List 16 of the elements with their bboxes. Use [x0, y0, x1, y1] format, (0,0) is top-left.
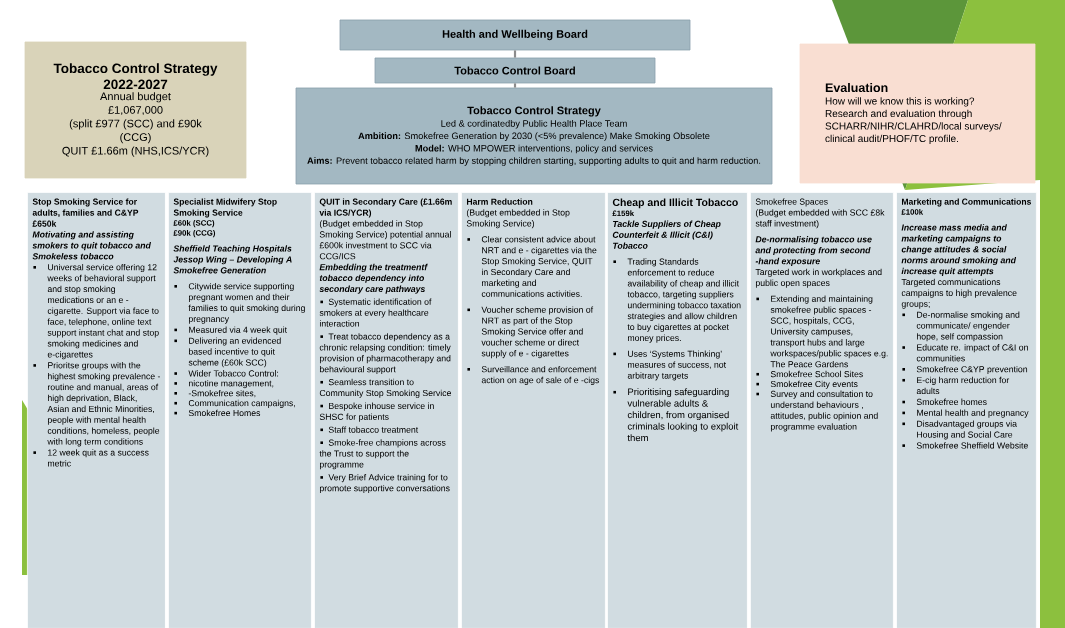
workstream-column: Stop Smoking Service for adults, families and C&YP £650k Motivating and assisting smokers to quit tobacco and Smokeless tobacco Universal service offering 12 weeks of behavioral support and stop smoking medications or an e - cigarette. Support via face to face, telephone, online text support instant chat and stop smoking medicines and e-cigarettes Prioritse groups with the highest smoking prevalence - routine and manual, areas of high deprivation, Black, Asian and Ethnic Minorities, people with mental health conditions, homeless, people with long term conditions 12 week quit as a success metric — [27, 192, 166, 628]
workstream-column: Harm Reduction (Budget embedded in Stop Smoking Service) Clear consistent advice about NRT and e - cigarettes via the Stop Smoking Service, QUIT in Secondary Care and marketing and communications activities. Voucher scheme provision of NRT as part of the Stop Smoking Service offer and voucher scheme or direct supply of e - cigarettes Surveillance and enforcement action on age of sale of e -cigs — [461, 192, 606, 628]
board-box: Tobacco Control Board — [374, 57, 656, 84]
workstream-column: Smokefree Spaces (Budget embedded with SCC £8k staff investment) De-normalising tobacco use and protecting from second -hand exposure Targeted work in workplaces and public open spaces Extending and maintaining smokefree public spaces - SCC, hospitals, CCG, University campuses, transport hubs and large workspaces/public spaces e.g. The Peace Gardens Smokefree School Sites Smokefree City events Survey and consultation to understand behaviours , attitudes, public opinion and programme evaluation — [750, 192, 894, 628]
node-label: Cheap and Illicit Tobacco — [612, 198, 738, 209]
workstream-column: QUIT in Secondary Care (£1.66m via ICS/YCR) (Budget embedded in Stop Smoking Service) potential annual £600k investment to SCC via CCG/ICS Embedding the treatmentf tobacco dependency into secondary care pathways Systematic identification of smokers at every healthcare interaction Treat tobacco dependency as a chronic relapsing condition: timely provision of pharmacotherapy and behavioural support Seamless transition to Community Stop Smoking Service Bespoke inhouse service in SHSC for patients Staff tobacco treatment Smoke-free champions across the Trust to support the programme Very Brief Advice training for to promote supportive conversations — [314, 192, 459, 628]
node-label: Uses ‘Systems Thinking’ measures of success, not arbitrary targets — [627, 350, 726, 381]
budget-box: Tobacco Control Strategy 2022-2027 Annual budget £1,067,000 (split £977 (SCC) and £90k (CCG) QUIT £1.66m (NHS,ICS/YCR) — [24, 41, 247, 179]
board-box: Health and Wellbeing Board — [339, 19, 691, 51]
strategy-box: Tobacco Control Strategy Led & cordinatedby Public Health Place Team Ambition: Smokefree Generation by 2030 (<5% prevalence) Make Smoking Obsolete Model: WHO MPOWER interventions, policy and services Aims: Prevent tobacco related harm by stopping children starting, supporting adults to quit and harm reduction. — [295, 87, 773, 185]
node-label: Trading Standards enforcement to reduce availability of cheap and illicit tobacco, targeting suppliers undermining tobacco taxation strategies and allow children to buy cigarettes at pocket money prices. — [627, 258, 741, 343]
node-label: Prioritising safeguarding vulnerable adults & children, from organised criminals looking to exploit them — [627, 388, 739, 442]
connector-line — [513, 50, 517, 58]
node-label: Tackle Suppliers of Cheap Counterfeit & Illicit (C&I) Tobacco — [612, 220, 721, 249]
evaluation-box: Evaluation How will we know this is working? Research and evaluation through SCHARR/NIHR/CLAHRD/local surveys/ clinical audit/PHOF/TC profile. — [799, 43, 1036, 184]
connector-line — [513, 83, 517, 88]
